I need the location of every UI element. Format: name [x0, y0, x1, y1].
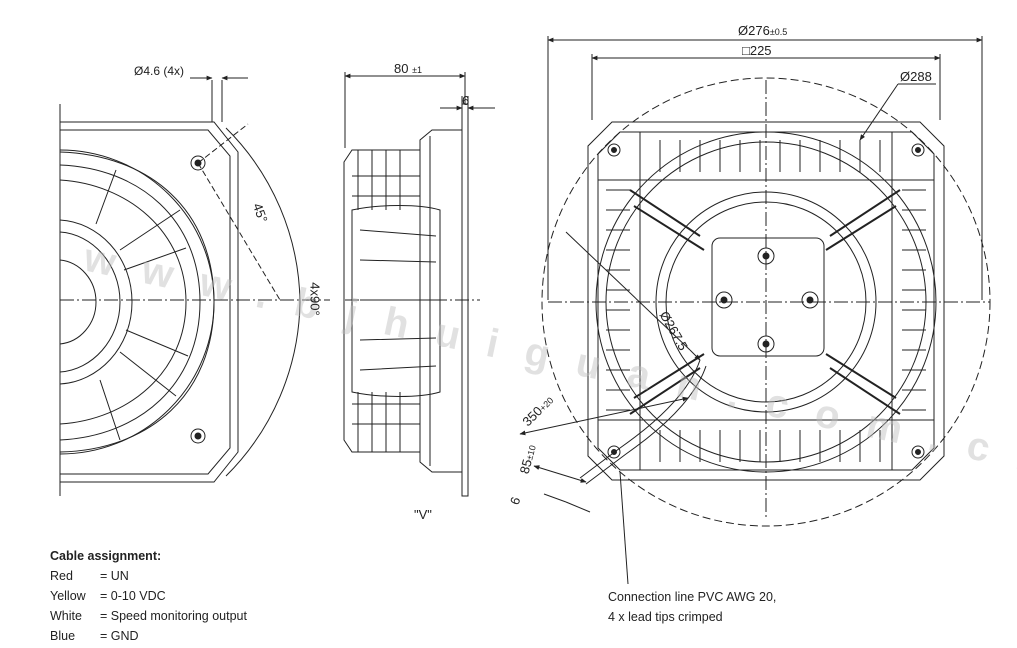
legend-value: = UN: [100, 569, 129, 583]
outer-dia-tol: ±0.5: [769, 27, 788, 37]
note-line-1: Connection line PVC AWG 20,: [608, 590, 777, 604]
depth-label: 80 ±1: [394, 62, 422, 77]
legend-value: = GND: [100, 629, 139, 643]
square-label: □225: [742, 43, 772, 58]
legend-row: Blue = GND: [50, 626, 247, 646]
legend-color: Yellow: [50, 589, 86, 603]
note-line-2: 4 x lead tips crimped: [608, 610, 723, 624]
connection-note: Connection line PVC AWG 20, 4 x lead tip…: [608, 587, 776, 627]
hole-dia-label: Ø4.6 (4x): [134, 64, 185, 78]
legend-row: Red = UN: [50, 566, 247, 586]
legend-color: Red: [50, 569, 73, 583]
rear-view: [519, 36, 991, 585]
legend-color: Blue: [50, 629, 76, 643]
legend-value: = 0-10 VDC: [100, 589, 166, 603]
view-label: "V": [414, 507, 432, 522]
strip-len-tol: ±10: [524, 444, 538, 462]
outer-dia-label: Ø276±0.5: [738, 24, 787, 39]
legend-row: White = Speed monitoring output: [50, 606, 247, 626]
depth-tol: ±1: [412, 65, 423, 75]
flange-label: 6: [462, 93, 470, 108]
left-partial-view: [59, 75, 330, 496]
depth-value: 80: [394, 61, 409, 76]
legend-color: White: [50, 609, 82, 623]
legend-value: = Speed monitoring output: [100, 609, 247, 623]
legend-title: Cable assignment:: [50, 549, 162, 563]
outer-dia-value: Ø276: [738, 23, 770, 38]
ring-dia-label: Ø288: [900, 69, 932, 84]
hole-spacing-label: 4x90°: [307, 282, 323, 316]
legend-row: Yellow = 0-10 VDC: [50, 586, 247, 606]
cable-assignment-legend: Cable assignment: Red = UN Yellow = 0-10 V…: [50, 546, 247, 646]
side-view: [343, 72, 495, 497]
